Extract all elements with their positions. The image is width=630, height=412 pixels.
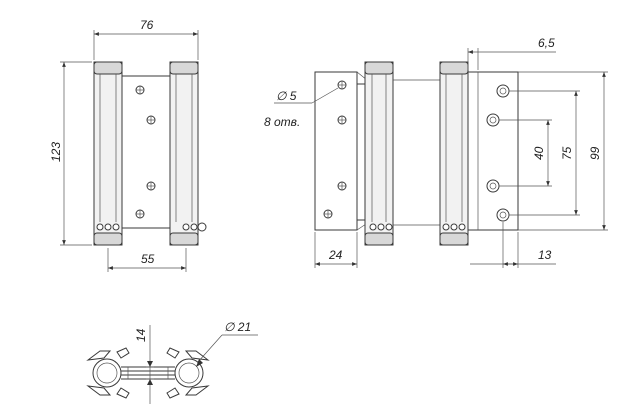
dim-leaf-height: 99 [588, 146, 602, 160]
dim-hole-edge: 13 [538, 248, 552, 262]
dim-front-width: 76 [140, 18, 154, 32]
section-view: 14 ∅ 21 [86, 320, 258, 404]
dim-knuckle-diameter: ∅ 21 [224, 320, 251, 334]
back-leaf-plate [467, 71, 519, 231]
front-left-knuckle [93, 61, 123, 246]
back-view: 6,5 40 75 99 13 [439, 36, 608, 268]
dim-side-width: 24 [328, 248, 343, 262]
front-view: 76 123 55 [49, 18, 207, 272]
side-view: ∅ 5 8 отв. 24 [264, 61, 440, 268]
front-leaf-plate [121, 75, 171, 229]
front-left-top-cap [93, 61, 123, 75]
dim-outer-span: 75 [560, 146, 574, 160]
back-knuckle [439, 61, 469, 246]
dim-front-height: 123 [49, 142, 63, 162]
side-knuckle [364, 61, 394, 246]
hole-diameter-label: ∅ 5 [276, 89, 297, 103]
dim-inner-span: 40 [532, 146, 546, 160]
dim-flange-offset: 6,5 [538, 36, 555, 50]
side-leaf-plate [314, 71, 358, 231]
front-right-knuckle [169, 61, 199, 246]
dim-front-spacing: 55 [141, 252, 155, 266]
hole-count-label: 8 отв. [264, 115, 300, 129]
dim-knuckle-gap: 14 [134, 328, 148, 342]
front-left-bottom-cap [93, 232, 123, 246]
